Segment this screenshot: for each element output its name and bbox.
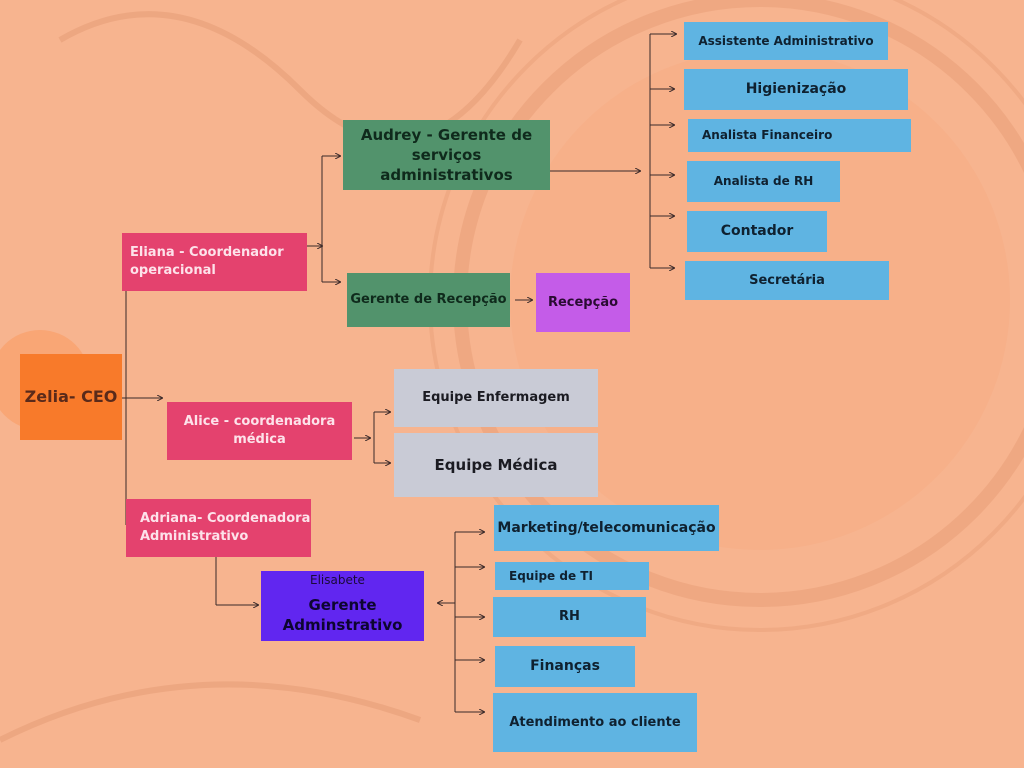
- node-higienizacao: Higienização: [684, 69, 908, 110]
- node-secretaria: Secretária: [685, 261, 889, 300]
- node-marketing-label: Marketing/telecomunicação: [497, 519, 716, 536]
- node-financas-label: Finanças: [530, 658, 600, 675]
- node-equipe-ti-label: Equipe de TI: [509, 568, 593, 583]
- node-analista-financeiro: Analista Financeiro: [688, 119, 911, 152]
- node-eliana-label: Eliana - Coordenador operacional: [130, 245, 284, 278]
- node-atendimento-label: Atendimento ao cliente: [509, 714, 681, 730]
- node-recepcao: Recepção: [536, 273, 630, 332]
- node-adriana-label: Adriana- Coordenadora Administrativo: [140, 511, 311, 544]
- node-assistente-label: Assistente Administrativo: [698, 33, 874, 48]
- node-equipe-enfermagem-label: Equipe Enfermagem: [422, 390, 570, 406]
- node-equipe-medica: Equipe Médica: [394, 433, 598, 497]
- node-alice: Alice - coordenadora médica: [167, 402, 352, 460]
- node-gerente-recepcao: Gerente de Recepção: [347, 273, 510, 327]
- node-gerente-administrativo: Gerente Adminstrativo: [261, 571, 424, 641]
- node-rh: RH: [493, 597, 646, 637]
- node-equipe-enfermagem: Equipe Enfermagem: [394, 369, 598, 427]
- node-analista-rh: Analista de RH: [687, 161, 840, 202]
- node-gerente-recepcao-label: Gerente de Recepção: [350, 292, 507, 308]
- node-analista-financeiro-label: Analista Financeiro: [702, 128, 833, 143]
- node-adriana: Adriana- Coordenadora Administrativo: [126, 499, 311, 557]
- node-eliana: Eliana - Coordenador operacional: [122, 233, 307, 291]
- node-audrey-label: Audrey - Gerente de serviços administrat…: [360, 125, 533, 185]
- node-equipe-ti: Equipe de TI: [495, 562, 649, 590]
- node-alice-label: Alice - coordenadora médica: [183, 414, 336, 447]
- node-gerente-administrativo-label: Gerente Adminstrativo: [282, 595, 403, 634]
- node-audrey: Audrey - Gerente de serviços administrat…: [343, 120, 550, 190]
- node-contador-label: Contador: [720, 223, 794, 240]
- node-recepcao-label: Recepção: [547, 294, 619, 310]
- node-elisabete-label: Elisabete: [310, 573, 365, 587]
- node-assistente: Assistente Administrativo: [684, 22, 888, 60]
- node-ceo: Zelia- CEO: [20, 354, 122, 440]
- node-atendimento: Atendimento ao cliente: [493, 693, 697, 752]
- node-higienizacao-label: Higienização: [745, 81, 847, 98]
- node-rh-label: RH: [559, 609, 580, 625]
- node-ceo-label: Zelia- CEO: [24, 387, 118, 407]
- node-equipe-medica-label: Equipe Médica: [434, 455, 558, 474]
- node-contador: Contador: [687, 211, 827, 252]
- node-marketing: Marketing/telecomunicação: [494, 505, 719, 551]
- node-secretaria-label: Secretária: [749, 272, 825, 288]
- node-financas: Finanças: [495, 646, 635, 687]
- node-analista-rh-label: Analista de RH: [713, 174, 814, 189]
